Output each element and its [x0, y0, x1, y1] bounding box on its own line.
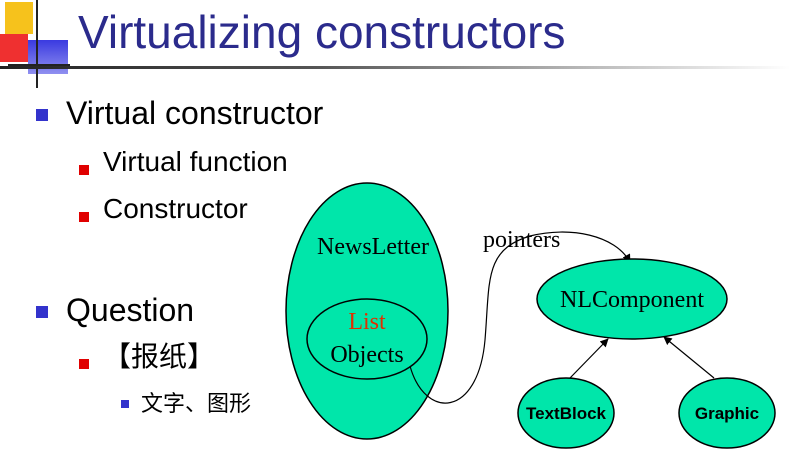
bullet-newspaper: 【报纸】 — [103, 341, 216, 372]
logo-square-yellow — [5, 2, 33, 34]
bullet-virtual-function: Virtual function — [103, 146, 288, 177]
pointers-label: pointers — [483, 227, 560, 253]
bullet-constructor: Constructor — [103, 193, 248, 224]
bullet-square-icon — [36, 306, 48, 318]
graphic-node — [678, 377, 776, 449]
bullet-square-icon — [79, 212, 89, 222]
bullet-square-icon — [79, 359, 89, 369]
bullet-virtual-constructor: Virtual constructor — [66, 95, 324, 131]
textblock-label: TextBlock — [526, 404, 607, 423]
bullet-square-icon — [121, 400, 129, 408]
pointers-connector — [409, 231, 631, 404]
bullet-text-graphics: 文字、图形 — [141, 391, 252, 416]
textblock-inherits-arrow — [569, 338, 609, 379]
nlcomponent-node — [536, 258, 728, 340]
slide-title: Virtualizing constructors — [78, 6, 566, 58]
bullet-square-icon — [79, 165, 89, 175]
graphic-inherits-arrow — [663, 336, 715, 379]
logo-horizontal-line — [8, 64, 70, 66]
bullet-question: Question — [66, 292, 195, 328]
textblock-node — [517, 377, 615, 449]
newsletter-label: NewsLetter — [317, 234, 429, 260]
list-label: List — [348, 309, 386, 335]
objects-label: Objects — [330, 342, 403, 368]
bullet-square-icon — [36, 109, 48, 121]
graphic-label: Graphic — [695, 404, 759, 423]
logo-vertical-line — [36, 0, 38, 88]
logo-square-red — [0, 34, 28, 62]
title-divider — [0, 66, 790, 69]
nlcomponent-label: NLComponent — [560, 287, 704, 313]
list-objects-node — [306, 298, 428, 380]
